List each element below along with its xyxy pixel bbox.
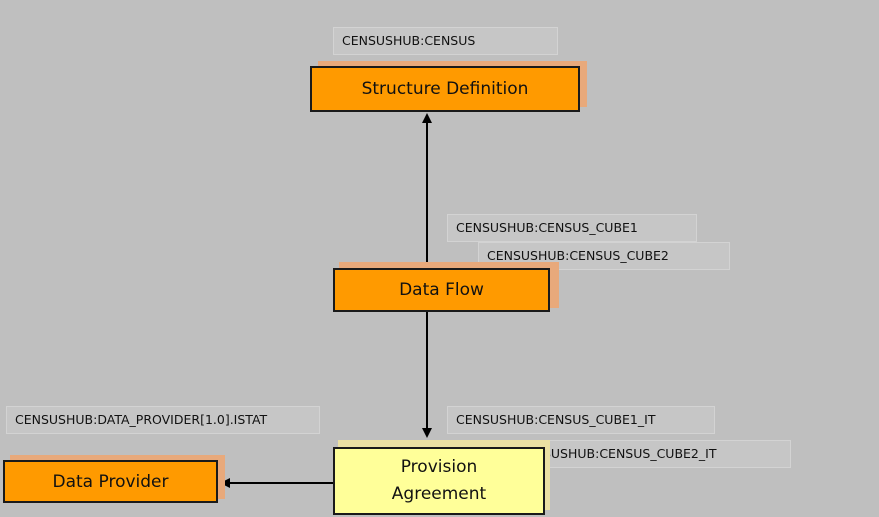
data-provider-label: Data Provider: [52, 471, 169, 492]
provision-agreement-label: Provision Agreement: [391, 457, 487, 504]
tag-census-cube1-it: CENSUSHUB:CENSUS_CUBE1_IT: [447, 406, 715, 434]
structure-definition-box: Structure Definition: [310, 66, 580, 112]
tag-data-provider-istat: CENSUSHUB:DATA_PROVIDER[1.0].ISTAT: [6, 406, 320, 434]
provision-agreement-box: Provision Agreement: [333, 447, 545, 515]
tag-census-cube1: CENSUSHUB:CENSUS_CUBE1: [447, 214, 697, 242]
data-flow-label: Data Flow: [399, 280, 484, 300]
structure-definition-label: Structure Definition: [361, 79, 529, 99]
tag-census-cube2-it: CENSUSHUB:CENSUS_CUBE2_IT: [508, 440, 791, 468]
data-provider-box: Data Provider: [3, 460, 218, 503]
data-flow-box: Data Flow: [333, 268, 550, 312]
tag-census: CENSUSHUB:CENSUS: [333, 27, 558, 55]
